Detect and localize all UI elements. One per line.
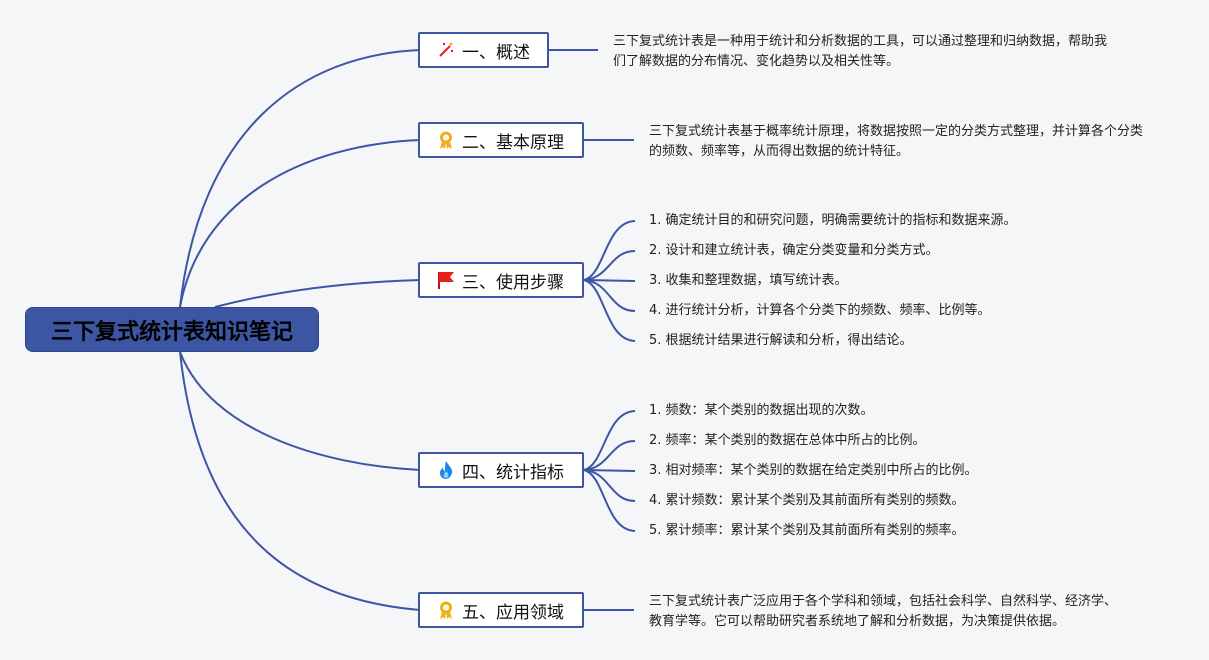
list-item: 1. 频数：某个类别的数据出现的次数。: [649, 403, 874, 418]
list-item: 5. 累计频率：累计某个类别及其前面所有类别的频率。: [649, 523, 965, 538]
overview-description: 三下复式统计表是一种用于统计和分析数据的工具，可以通过整理和归纳数据，帮助我们了…: [613, 32, 1113, 72]
applications-description: 三下复式统计表广泛应用于各个学科和领域，包括社会科学、自然科学、经济学、教育学等…: [649, 592, 1129, 632]
list-item: 5. 根据统计结果进行解读和分析，得出结论。: [649, 333, 913, 348]
list-item: 2. 频率：某个类别的数据在总体中所占的比例。: [649, 433, 926, 448]
list-item: 2. 设计和建立统计表，确定分类变量和分类方式。: [649, 243, 939, 258]
magic-wand-icon: [436, 40, 456, 60]
branch-label: 四、统计指标: [462, 462, 564, 483]
branch-principle[interactable]: 二、基本原理: [418, 122, 584, 158]
branch-steps[interactable]: 三、使用步骤: [418, 262, 584, 298]
principle-description: 三下复式统计表基于概率统计原理，将数据按照一定的分类方式整理，并计算各个分类的频…: [649, 122, 1149, 162]
award-ribbon-icon: [436, 600, 456, 620]
root-node[interactable]: 三下复式统计表知识笔记: [25, 307, 319, 352]
red-flag-icon: [436, 270, 456, 290]
branch-label: 二、基本原理: [462, 132, 564, 153]
branch-overview[interactable]: 一、概述: [418, 32, 549, 68]
award-ribbon-icon: [436, 130, 456, 150]
root-title: 三下复式统计表知识笔记: [50, 319, 293, 345]
branch-label: 三、使用步骤: [462, 272, 564, 293]
branch-applications[interactable]: 五、应用领域: [418, 592, 584, 628]
list-item: 4. 进行统计分析，计算各个分类下的频数、频率、比例等。: [649, 303, 991, 318]
list-item: 3. 相对频率：某个类别的数据在给定类别中所占的比例。: [649, 463, 978, 478]
list-item: 4. 累计频数：累计某个类别及其前面所有类别的频数。: [649, 493, 965, 508]
blue-flame-icon: [436, 460, 456, 480]
branch-label: 一、概述: [462, 42, 530, 63]
list-item: 1. 确定统计目的和研究问题，明确需要统计的指标和数据来源。: [649, 213, 1017, 228]
list-item: 3. 收集和整理数据，填写统计表。: [649, 273, 848, 288]
branch-label: 五、应用领域: [462, 602, 564, 623]
branch-indicators[interactable]: 四、统计指标: [418, 452, 584, 488]
